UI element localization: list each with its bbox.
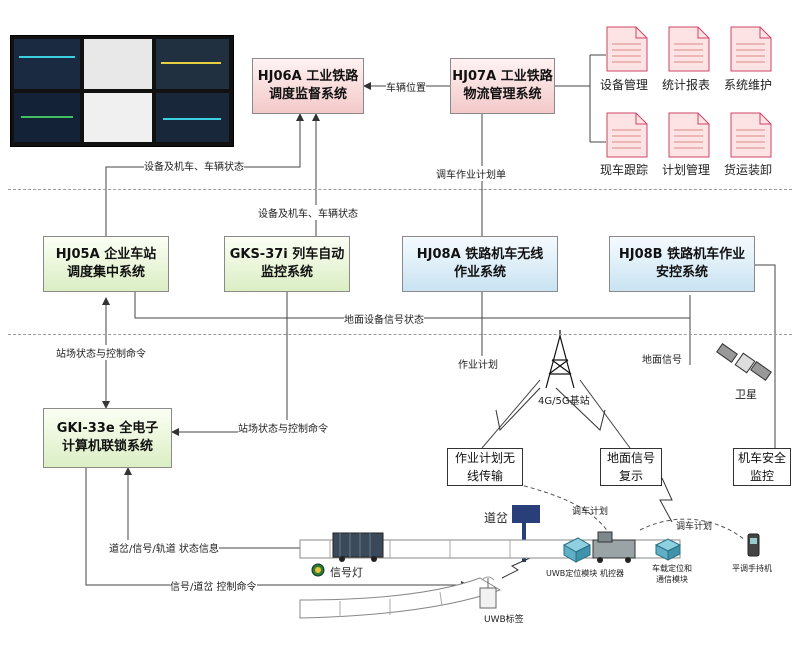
label-uwb-tag: UWB标签 [484, 615, 524, 625]
label-uwb-module: UWB定位模块 [546, 569, 598, 578]
document-label: 统计报表 [662, 78, 711, 92]
gks37i-box: GKS-37i 列车自动 监控系统 [224, 236, 350, 292]
label-work-plan: 作业计划 [458, 356, 498, 371]
label-signal-command: 信号/道岔 控制命令 [170, 578, 257, 593]
label-switch: 道岔 [484, 511, 509, 525]
label-handheld: 平调手持机 [732, 564, 772, 573]
uwb-module-icon [562, 537, 592, 563]
label-station-control-1: 站场状态与控制命令 [56, 345, 146, 360]
document-label: 货运装卸 [724, 163, 773, 177]
freight-car-icon [332, 532, 384, 562]
loco-safety-box: 机车安全 监控 [733, 448, 791, 486]
hj08b-box: HJ08B 铁路机车作业 安控系统 [609, 236, 755, 292]
label-equipment-status-1: 设备及机车、车辆状态 [144, 158, 244, 173]
document-label: 计划管理 [662, 163, 711, 177]
document-icon [730, 112, 772, 158]
label-shunting-plan-1: 调车计划 [572, 507, 609, 517]
signal-lamp-icon [311, 563, 325, 577]
separator-lower [8, 334, 792, 335]
label-ground-signal-status: 地面设备信号状态 [344, 311, 424, 326]
hj07a-box: HJ07A 工业铁路 物流管理系统 [450, 58, 555, 114]
document-icon [668, 26, 710, 72]
document-icon [606, 112, 648, 158]
document-label: 现车跟踪 [600, 163, 649, 177]
document-icon [668, 112, 710, 158]
label-station-control-2: 站场状态与控制命令 [238, 420, 328, 435]
label-vehicle-position: 车辆位置 [386, 79, 426, 94]
label-onboard-module: 车载定位和 通信模块 [652, 564, 692, 584]
gki33e-box: GKI-33e 全电子 计算机联锁系统 [43, 408, 172, 468]
document-label: 系统维护 [724, 78, 773, 92]
signal-repeat-box: 地面信号 复示 [600, 448, 662, 486]
base-station-tower-icon [545, 330, 575, 389]
document-label: 设备管理 [600, 78, 649, 92]
satellite-icon [716, 343, 772, 381]
separator-upper [8, 189, 792, 190]
hj08a-box: HJ08A 铁路机车无线 作业系统 [402, 236, 558, 292]
monitor-screenshot [10, 35, 234, 147]
hj06a-box: HJ06A 工业铁路 调度监督系统 [252, 58, 364, 114]
hj05a-box: HJ05A 企业车站 调度集中系统 [43, 236, 169, 292]
onboard-module-icon [654, 538, 682, 561]
label-shunting-plan-doc: 调车作业计划单 [436, 166, 506, 181]
document-icon [730, 26, 772, 72]
handheld-icon [747, 533, 760, 557]
label-controller: 机控器 [600, 569, 624, 578]
locomotive-icon [592, 531, 636, 563]
plan-transmission-box: 作业计划无 线传输 [447, 448, 523, 486]
label-switch-info: 道岔/信号/轨道 状态信息 [109, 540, 219, 555]
label-shunting-plan-2: 调车计划 [676, 522, 713, 532]
label-signal-lamp: 信号灯 [330, 566, 363, 579]
document-icon [606, 26, 648, 72]
label-equipment-status-2: 设备及机车、车辆状态 [258, 205, 358, 220]
label-base-station: 4G/5G基站 [538, 396, 590, 407]
uwb-tag-icon [479, 576, 497, 609]
label-ground-signal: 地面信号 [642, 351, 682, 366]
switch-icon [512, 505, 540, 523]
label-satellite: 卫星 [735, 388, 757, 401]
